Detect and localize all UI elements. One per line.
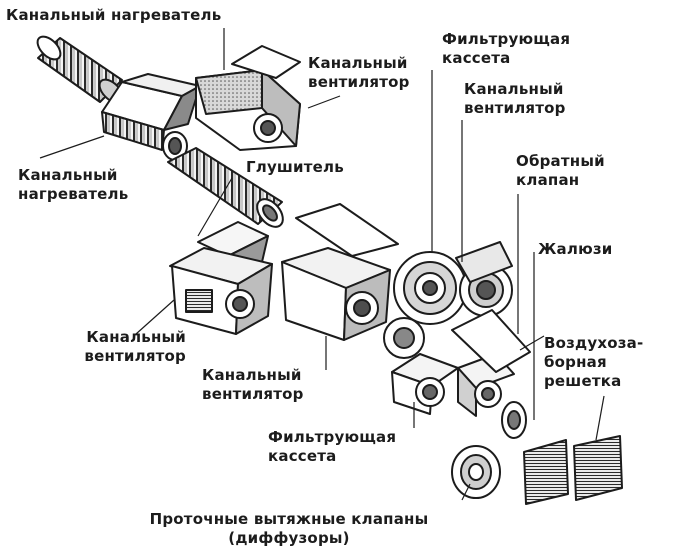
label-filter-cassette-bottom: Фильтрующая кассета [268, 428, 396, 466]
label-duct-heater-top-text: Канальный нагреватель [6, 6, 222, 24]
label-line: Проточные вытяжные клапаны [149, 510, 429, 528]
label-duct-heater-top: Канальный нагреватель [6, 6, 221, 25]
label-filter-cassette-top: Фильтрующая кассета [442, 30, 570, 68]
label-line: вентилятор [464, 99, 566, 117]
label-duct-fan-right: Канальный вентилятор [464, 80, 566, 118]
label-line: Фильтрующая [268, 428, 397, 446]
label-line: Канальный [18, 166, 118, 184]
label-line: борная [544, 353, 607, 371]
label-line: решетка [544, 372, 622, 390]
duct-fan-top-unit [195, 45, 301, 151]
label-line: Обратный [516, 152, 605, 170]
label-line: Канальный [464, 80, 564, 98]
filter-cassette-lower-units [391, 309, 531, 417]
label-line: Фильтрующая [442, 30, 571, 48]
label-duct-fan-middle: Канальный вентилятор [202, 366, 304, 404]
label-line: вентилятор [84, 347, 186, 365]
label-line: Канальный [308, 54, 408, 72]
leader-lines [39, 28, 605, 501]
label-muffler: Глушитель [246, 158, 344, 177]
label-air-intake-grille: Воздухоза- борная решетка [544, 334, 643, 391]
ribbed-duct-middle [167, 147, 284, 228]
label-duct-fan-top: Канальный вентилятор [308, 54, 410, 92]
label-louvers: Жалюзи [538, 240, 612, 259]
label-line: кассета [442, 49, 511, 67]
label-line: нагреватель [18, 185, 129, 203]
label-line: кассета [268, 447, 337, 465]
label-check-valve: Обратный клапан [516, 152, 605, 190]
label-line: Канальный [202, 366, 302, 384]
round-units-cluster [383, 241, 513, 359]
louver-grille [523, 439, 569, 505]
exhaust-diffuser [451, 445, 501, 499]
duct-fan-middle-unit [281, 203, 399, 341]
label-line: Канальный [86, 328, 186, 346]
short-duct-tube [501, 401, 527, 439]
duct-fan-left-unit [169, 247, 273, 335]
label-duct-heater-left: Канальный нагреватель [18, 166, 128, 204]
label-line: (диффузоры) [228, 529, 350, 547]
air-intake-grille [573, 435, 623, 501]
label-muffler-text: Глушитель [246, 158, 344, 176]
label-louvers-text: Жалюзи [538, 240, 613, 258]
label-diffusers: Проточные вытяжные клапаны (диффузоры) [128, 510, 450, 548]
label-duct-fan-left: Канальный вентилятор [66, 328, 186, 366]
label-line: клапан [516, 171, 580, 189]
label-line: вентилятор [308, 73, 410, 91]
label-line: вентилятор [202, 385, 304, 403]
label-line: Воздухоза- [544, 334, 644, 352]
